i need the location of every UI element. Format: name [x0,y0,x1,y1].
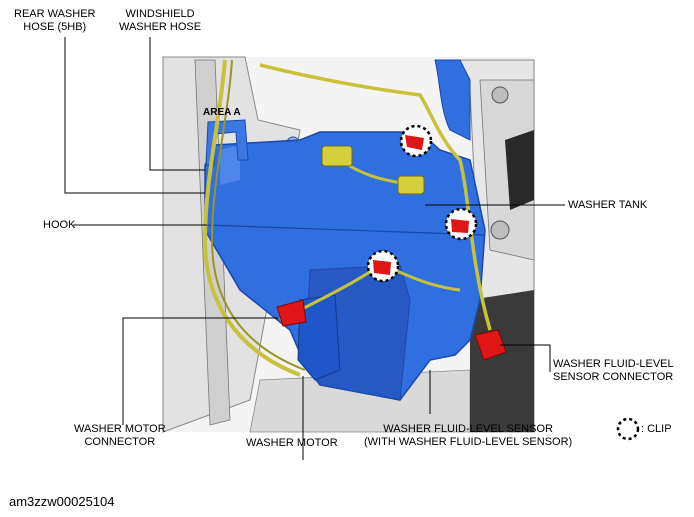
label-clip-legend: : CLIP [641,423,672,435]
leader-lines [64,37,565,460]
dark-lower-right [470,290,534,432]
filler-neck [434,59,471,141]
dark-bracket [505,130,534,210]
clip-icon [366,249,400,283]
yellow-connector-icon [397,175,425,195]
bracket-right [479,79,535,261]
windshield-washer-hose [210,59,306,371]
washer-motor-connector [276,299,307,327]
label-washer-tank: WASHER TANK [568,199,648,211]
rear-washer-hose [202,59,301,377]
clip-icon [444,207,478,241]
washer-fluid-level-sensor-connector [474,329,507,361]
label-windshield-washer-hose: WINDSHIELD WASHER HOSE [119,8,202,33]
tank-seam [204,224,486,236]
tank-highlight [220,145,240,185]
label-washer-fluid-level-sensor: WASHER FLUID-LEVEL SENSOR (WITH WASHER F… [364,423,573,448]
washer-tank [204,131,486,401]
clip-legend-icon [616,417,640,441]
reference-id: am3zzw00025104 [9,494,115,509]
clip-icon [399,124,433,158]
yellow-connector-icon [321,145,353,167]
bolt-icon [491,86,509,104]
label-rear-washer-hose: REAR WASHER HOSE (5HB) [14,8,96,33]
label-washer-motor: WASHER MOTOR [246,437,338,449]
label-washer-fluid-level-sensor-connector: WASHER FLUID-LEVEL SENSOR CONNECTOR [553,358,674,383]
label-washer-motor-connector: WASHER MOTOR CONNECTOR [74,423,166,448]
label-area-a: AREA A [203,107,241,118]
label-hook: HOOK [43,219,76,231]
hose-upper [259,63,492,331]
bolt-icon [490,220,510,240]
